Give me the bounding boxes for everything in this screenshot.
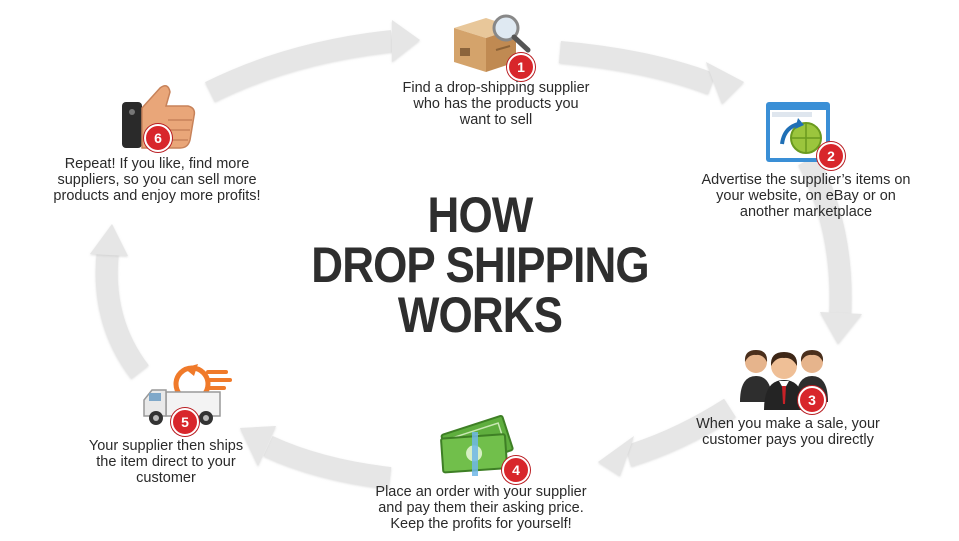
step-1-line: who has the products you — [413, 96, 579, 112]
step-4-text: Place an order with your supplier and pa… — [356, 484, 606, 532]
step-6-line: suppliers, so you can sell more — [57, 172, 257, 188]
step-4-line: and pay them their asking price. — [378, 500, 584, 516]
money-bills-icon — [440, 414, 514, 476]
step-3-line: customer pays you directly — [702, 432, 874, 448]
step-1-line: want to sell — [459, 112, 533, 128]
arrowhead-1-to-2 — [706, 62, 744, 104]
step-3-text: When you make a sale, your customer pays… — [678, 416, 898, 448]
step-5-line: customer — [136, 470, 196, 486]
step-4-line: Place an order with your supplier — [375, 484, 587, 500]
step-6-line: Repeat! If you like, find more — [64, 156, 250, 172]
step-6-text: Repeat! If you like, find more suppliers… — [42, 156, 272, 204]
step-4-line: Keep the profits for yourself! — [390, 516, 572, 532]
step-6-badge: 6 — [144, 124, 172, 152]
step-2-text: Advertise the supplier’s items on your w… — [686, 172, 926, 220]
arrowhead-3-to-4 — [598, 436, 634, 476]
title-line-1: HOW — [427, 187, 534, 243]
step-6-line: products and enjoy more profits! — [53, 188, 261, 204]
arrow-3-to-4 — [624, 398, 736, 467]
arrowhead-6-to-1 — [392, 20, 420, 62]
step-1-badge: 1 — [507, 53, 535, 81]
step-3-line: When you make a sale, your — [696, 416, 880, 432]
arrow-1-to-2 — [559, 41, 716, 95]
step-5-line: Your supplier then ships — [88, 438, 244, 454]
package-magnifier-icon — [454, 14, 531, 72]
diagram-title: HOW DROP SHIPPING WORKS — [278, 190, 683, 340]
step-5-badge: 5 — [171, 408, 199, 436]
step-1-text: Find a drop-shipping supplier who has th… — [376, 80, 616, 128]
arrow-2-to-3 — [798, 154, 852, 319]
step-4-badge: 4 — [502, 456, 530, 484]
arrow-6-to-1 — [205, 30, 394, 102]
title-line-2: DROP SHIPPING — [311, 237, 649, 293]
step-5-line: the item direct to your — [96, 454, 236, 470]
browser-globe-icon — [766, 102, 830, 162]
step-5-text: Your supplier then ships the item direct… — [56, 438, 276, 486]
arrow-4-to-5 — [263, 435, 392, 489]
step-1-line: Find a drop-shipping supplier — [402, 80, 590, 96]
step-2-line: Advertise the supplier’s items on — [701, 172, 911, 188]
step-2-line: another marketplace — [739, 204, 873, 220]
step-3-badge: 3 — [798, 386, 826, 414]
arrowhead-5-to-6 — [90, 224, 128, 256]
step-2-badge: 2 — [817, 142, 845, 170]
arrow-5-to-6 — [95, 248, 149, 379]
step-2-line: your website, on eBay or on — [716, 188, 896, 204]
title-line-3: WORKS — [397, 287, 563, 343]
arrowhead-2-to-3 — [820, 312, 862, 344]
arrowhead-4-to-5 — [240, 426, 276, 466]
